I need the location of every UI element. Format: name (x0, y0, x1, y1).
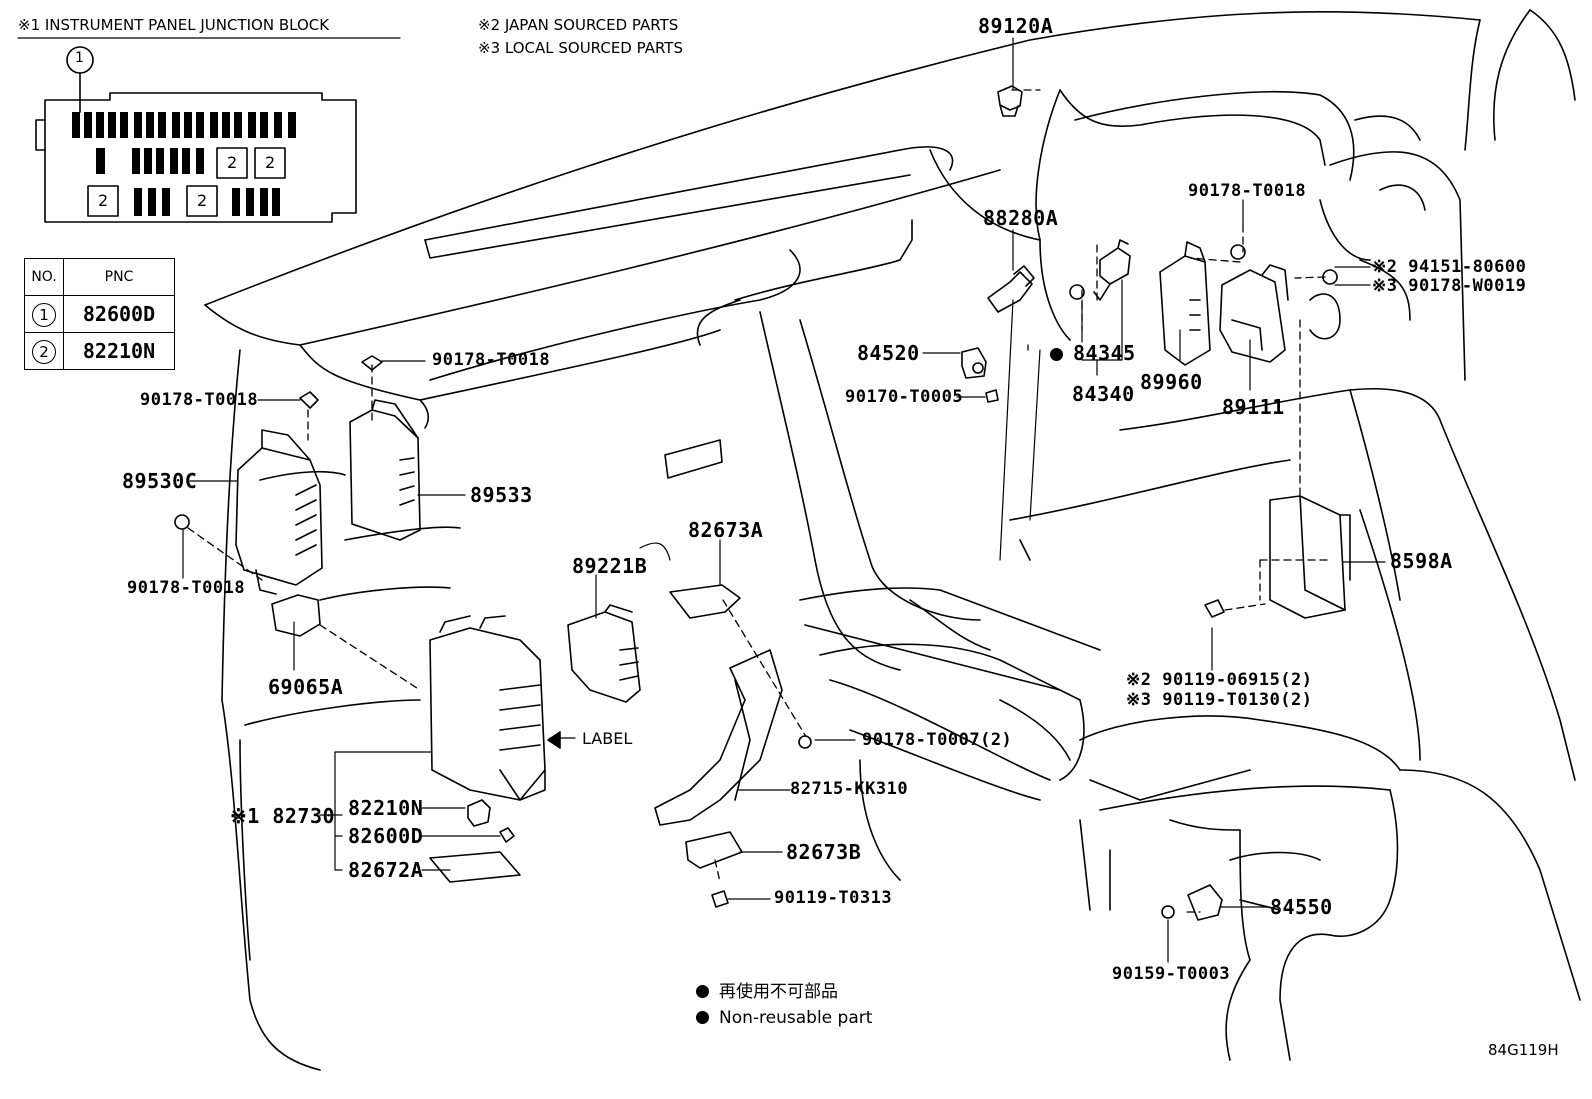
legend-english: Non-reusable part (696, 1010, 872, 1027)
dashboard-outline (204, 9, 1581, 1071)
pnc-row-no: 1 (32, 303, 56, 327)
part-89533: 89533 (470, 483, 533, 507)
junction-block-diagram (35, 46, 357, 223)
pnc-row-value: 82210N (63, 332, 175, 370)
part-82673B: 82673B (786, 840, 862, 864)
part-90178-T0018-a: 90178-T0018 (432, 350, 551, 370)
part-89960: 89960 (1140, 370, 1203, 394)
part-89221B: 89221B (572, 554, 648, 578)
junction-ref-1: 1 (75, 50, 84, 66)
part-89530C: 89530C (122, 469, 198, 493)
note-local-sourced: ※3 LOCAL SOURCED PARTS (478, 39, 683, 57)
part-84340: 84340 (1072, 382, 1135, 406)
legend-jp-text: 再使用不可部品 (719, 982, 838, 1002)
part-84520: 84520 (857, 341, 920, 365)
note-instrument-panel-junction-block: ※1 INSTRUMENT PANEL JUNCTION BLOCK (18, 16, 330, 34)
fuse-ref-a: 2 (227, 153, 238, 172)
legend-dot (696, 985, 709, 998)
part-84345-text: 84345 (1073, 341, 1136, 365)
part-90159-T0003: 90159-T0003 (1112, 964, 1231, 984)
note-japan-sourced: ※2 JAPAN SOURCED PARTS (478, 16, 679, 34)
part-69065A: 69065A (268, 675, 344, 699)
part-90119-T0130: ※3 90119-T0130(2) (1126, 690, 1313, 710)
part-89120A: 89120A (978, 14, 1054, 38)
part-82600D: 82600D (348, 824, 424, 848)
part-89111: 89111 (1222, 395, 1285, 419)
pnc-row: 2 82210N (24, 332, 175, 370)
part-90178-T0018-b: 90178-T0018 (140, 390, 259, 410)
part-8598A: 8598A (1390, 549, 1453, 573)
part-82715-KK310: 82715-KK310 (790, 779, 909, 799)
part-84345: 84345 (1050, 343, 1136, 363)
part-90178-T0018-top: 90178-T0018 (1188, 181, 1307, 201)
part-90119-06915: ※2 90119-06915(2) (1126, 670, 1313, 690)
part-90178-T0018-c: 90178-T0018 (127, 578, 246, 598)
solid-leaders (182, 37, 1386, 963)
part-82210N: 82210N (348, 796, 424, 820)
fuse-ref-c: 2 (98, 191, 109, 210)
pnc-row-value: 82600D (63, 295, 175, 333)
fuse-ref-b: 2 (265, 153, 276, 172)
dashed-leaders (187, 89, 1331, 913)
non-reusable-dot (1050, 348, 1063, 361)
legend-japanese: 再使用不可部品 (696, 984, 838, 1001)
part-90178-T0007: 90178-T0007(2) (862, 730, 1013, 750)
legend-dot (696, 1011, 709, 1024)
pnc-row-no: 2 (32, 340, 56, 364)
part-90170-T0005: 90170-T0005 (845, 387, 964, 407)
part-90178-W0019: ※3 90178-W0019 (1372, 276, 1527, 296)
legend-en-text: Non-reusable part (719, 1008, 873, 1028)
pnc-col-no: NO. (24, 258, 64, 296)
pnc-table: NO. PNC 1 82600D 2 82210N (24, 258, 175, 370)
part-82730: ※1 82730 (230, 804, 336, 828)
part-88280A: 88280A (983, 206, 1059, 230)
component-drawings (174, 85, 1351, 921)
pnc-row: 1 82600D (24, 295, 175, 333)
part-84550: 84550 (1270, 895, 1333, 919)
figure-code: 84G119H (1488, 1041, 1559, 1059)
label-callout: LABEL (582, 729, 633, 748)
fuse-ref-d: 2 (197, 191, 208, 210)
part-94151-80600: ※2 94151-80600 (1372, 257, 1527, 277)
part-82672A: 82672A (348, 858, 424, 882)
part-90119-T0313: 90119-T0313 (774, 888, 893, 908)
part-82673A: 82673A (688, 518, 764, 542)
pnc-col-pnc: PNC (63, 258, 175, 296)
